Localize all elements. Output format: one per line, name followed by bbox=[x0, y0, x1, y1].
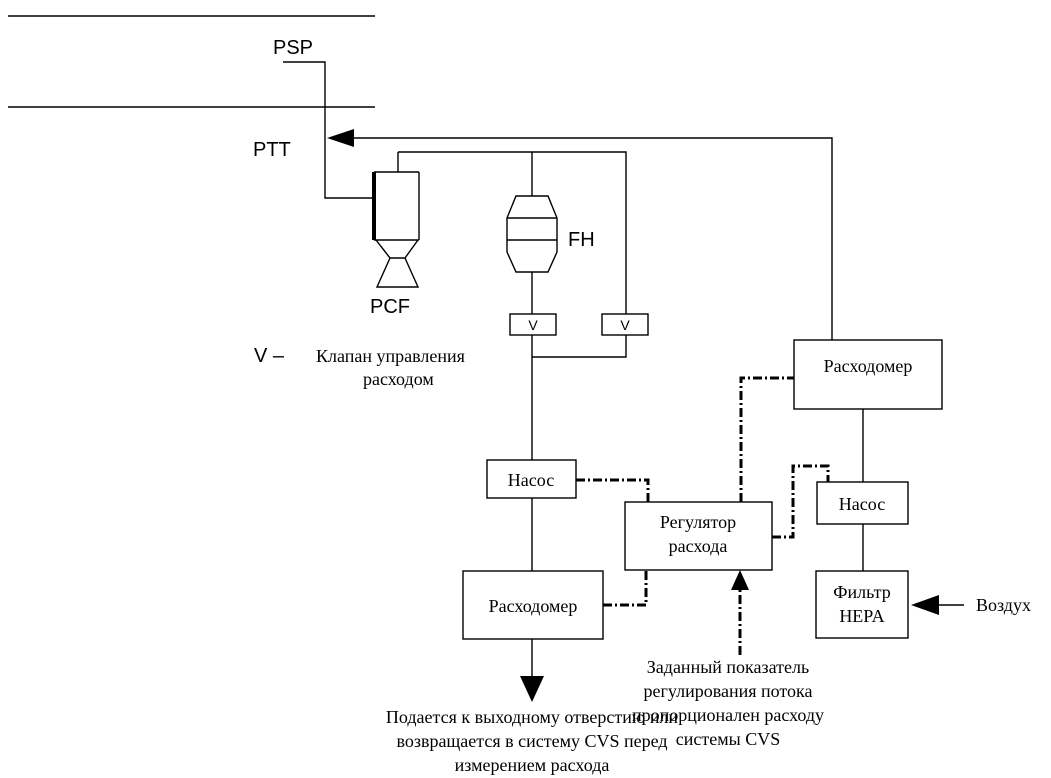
setpoint-arrow bbox=[731, 570, 749, 590]
hepa-filter-label-line1: Фильтр bbox=[833, 582, 890, 602]
valve-2-label: V bbox=[620, 317, 630, 333]
top-flowmeter-label: Расходомер bbox=[824, 356, 913, 376]
legend-symbol: V – bbox=[254, 345, 285, 367]
top-manifold bbox=[398, 151, 627, 314]
return-line bbox=[354, 137, 833, 340]
psp-transfer-tube bbox=[283, 61, 375, 199]
setpoint-text-line1: Заданный показатель bbox=[647, 657, 809, 677]
pcf-label: PCF bbox=[370, 296, 410, 318]
signal-left-pump-to-controller bbox=[576, 478, 650, 502]
flow-control-valve-2 bbox=[601, 313, 649, 336]
outlet-text-line2: возвращается в систему CVS перед bbox=[396, 731, 667, 751]
setpoint-text-line3: пропорционален расходу bbox=[632, 705, 824, 725]
bottom-flowmeter-label: Расходомер bbox=[489, 596, 578, 616]
fh-label: FH bbox=[568, 229, 595, 251]
setpoint-text-line2: регулирования потока bbox=[644, 681, 813, 701]
signal-controller-to-top-flowmeter bbox=[739, 376, 794, 502]
outlet-text-line1: Подается к выходному отверстию или bbox=[386, 707, 679, 727]
right-pump-label: Насос bbox=[839, 494, 885, 514]
hepa-filter-label-line2: HEPA bbox=[839, 606, 884, 626]
hepa-filter bbox=[815, 570, 909, 639]
setpoint-text-line4: системы CVS bbox=[676, 729, 780, 749]
top-flowmeter bbox=[793, 339, 943, 410]
return-arrow bbox=[327, 129, 354, 147]
flow-control-valve-1 bbox=[509, 313, 557, 336]
flow-controller bbox=[624, 501, 773, 571]
air-inlet-arrow bbox=[911, 595, 939, 615]
air-label: Воздух bbox=[976, 595, 1031, 615]
outlet-text-line3: измерением расхода bbox=[455, 755, 610, 775]
legend-text-line2: расходом bbox=[363, 369, 434, 389]
valve-1-label: V bbox=[528, 317, 538, 333]
left-pump-label: Насос bbox=[508, 470, 554, 490]
legend-text-line1: Клапан управления bbox=[316, 346, 465, 366]
right-pump bbox=[816, 481, 909, 525]
fh-filter-holder bbox=[506, 152, 558, 314]
valve-collector-line bbox=[532, 335, 627, 358]
signal-controller-to-right-pump bbox=[772, 464, 830, 539]
pcf-preclassifier bbox=[372, 152, 420, 288]
outlet-arrow bbox=[520, 676, 544, 702]
flow-controller-label-line2: расхода bbox=[669, 536, 728, 556]
signal-bottom-flowmeter-to-controller bbox=[603, 570, 648, 607]
psp-label: PSP bbox=[273, 37, 313, 59]
flow-controller-label-line1: Регулятор bbox=[660, 512, 736, 532]
ptt-label: PTT bbox=[253, 139, 291, 161]
